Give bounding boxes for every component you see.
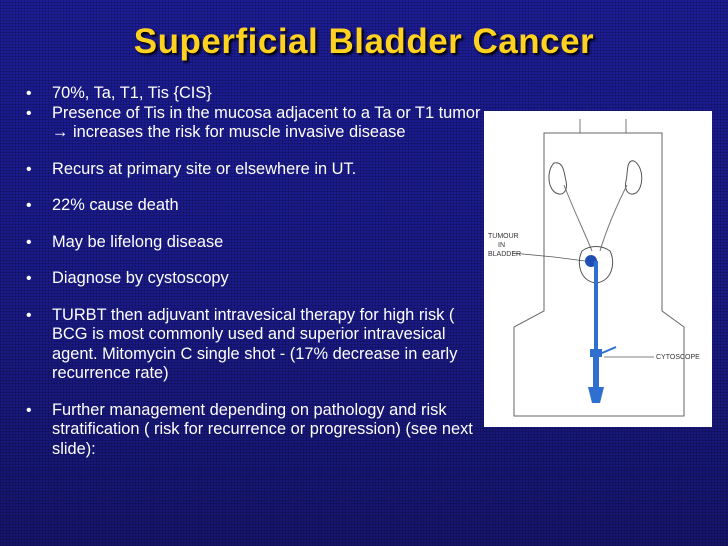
bullet-dot: • (26, 270, 32, 287)
bullet-text: 22% cause death (52, 196, 179, 214)
bladder (578, 246, 614, 284)
cystoscopy-diagram: TUMOUR IN BLADDER CYTOSCOPE (484, 111, 712, 427)
bullet-text: Presence of Tis in the mucosa adjacent t… (52, 103, 481, 142)
bullet-item: • 70%, Ta, T1, Tis {CIS} (26, 84, 491, 104)
bullet-item: • Diagnose by cystoscopy (26, 269, 491, 289)
bullet-list: • 70%, Ta, T1, Tis {CIS} • Presence of Tis… (26, 84, 491, 459)
bullet-text: Recurs at primary site or elsewhere in U… (52, 159, 357, 178)
left-ureter (563, 184, 593, 252)
bullet-text: May be lifelong disease (52, 232, 224, 251)
cystoscopy-illustration: TUMOUR IN BLADDER CYTOSCOPE (488, 119, 700, 417)
bullet-text: Further management depending on patholog… (52, 400, 473, 458)
bullet-dot: • (26, 306, 32, 324)
bullet-dot: • (26, 197, 32, 214)
bullet-item: • Presence of Tis in the mucosa adjacent … (26, 104, 491, 143)
bullet-item: • TURBT then adjuvant intravesical therap… (26, 306, 491, 384)
right-ureter (599, 184, 628, 252)
bullet-dot: • (26, 85, 32, 102)
bullet-text: TURBT then adjuvant intravesical therapy… (52, 305, 458, 383)
body-outline (513, 132, 685, 417)
cystoscope-shaft (594, 261, 598, 351)
bullet-dot: • (26, 401, 32, 419)
bullet-item: • May be lifelong disease (26, 233, 491, 253)
cystoscope-eyepiece (588, 387, 604, 403)
left-kidney (548, 162, 567, 195)
label-in: IN (498, 242, 505, 249)
bullet-item: • Further management depending on patholo… (26, 401, 491, 460)
bullet-item: • 22% cause death (26, 196, 491, 216)
bullet-text: Diagnose by cystoscopy (52, 269, 229, 287)
bullet-text: 70%, Ta, T1, Tis {CIS} (52, 84, 212, 102)
tumour-leader (511, 252, 586, 262)
bullet-item: • Recurs at primary site or elsewhere in … (26, 160, 491, 180)
right-kidney (625, 160, 643, 195)
slide-title: Superficial Bladder Cancer (133, 22, 595, 61)
bullet-dot: • (26, 104, 32, 122)
label-bladder: BLADDER (488, 251, 521, 258)
label-tumour: TUMOUR (488, 233, 519, 240)
bullet-dot: • (26, 160, 32, 178)
label-cytoscope: CYTOSCOPE (656, 354, 700, 361)
bullet-dot: • (26, 233, 32, 251)
